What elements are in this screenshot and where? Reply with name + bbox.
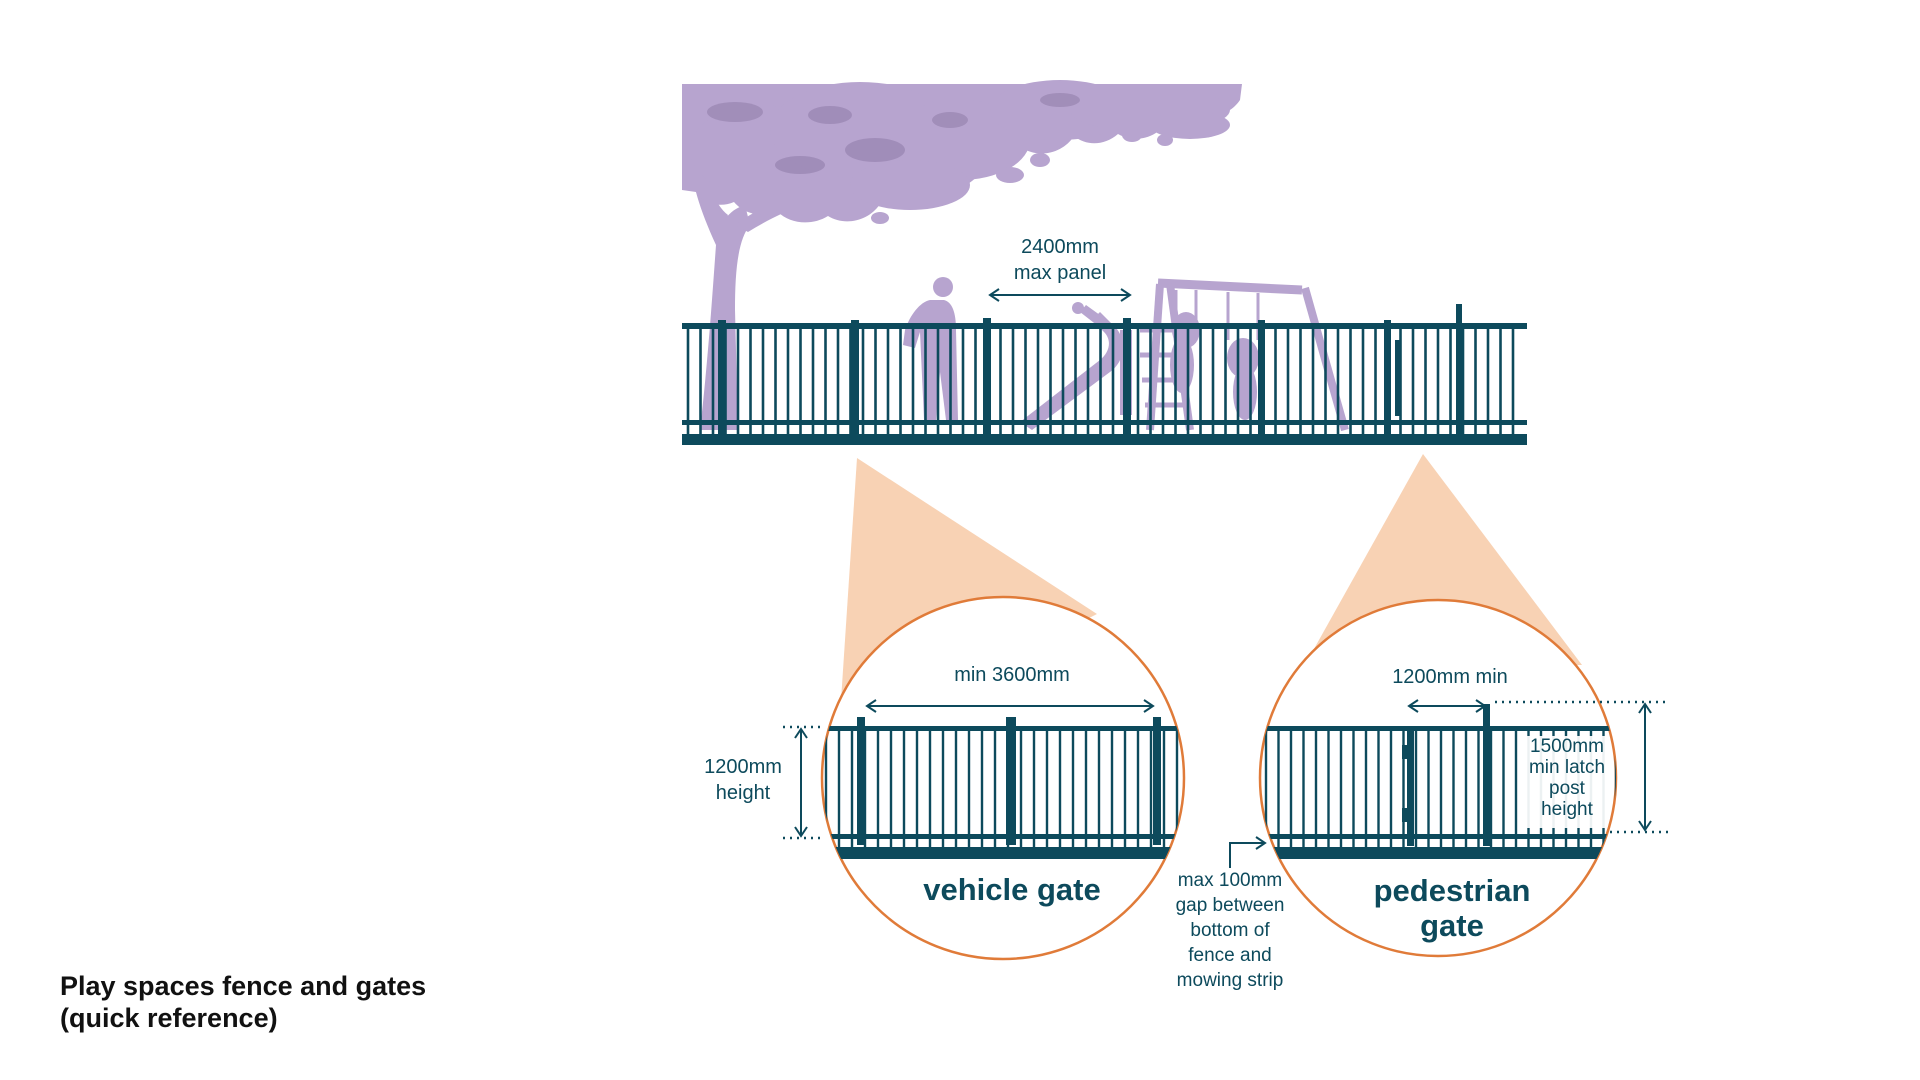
gap-label-1: max 100mm [1178, 870, 1283, 891]
caption-line-2: (quick reference) [60, 1003, 278, 1033]
panel-width-arrow [988, 288, 1132, 302]
gap-arrow [1229, 836, 1267, 868]
person-icon [903, 277, 958, 420]
vehicle-height-dimension [783, 725, 822, 840]
latch-label-3: post [1549, 778, 1586, 799]
pedestrian-width-label: 1200mm min [1392, 666, 1508, 688]
pedestrian-width-arrow [1407, 699, 1487, 713]
fence-post [1123, 318, 1131, 435]
pedestrian-gate-title-1: pedestrian [1374, 873, 1531, 908]
top-fence [682, 304, 1527, 445]
vehicle-height-label-2: height [716, 782, 771, 804]
fence-post [1258, 320, 1265, 435]
canopy-shadow [707, 93, 1080, 174]
figure-caption: Play spaces fence and gates (quick refer… [60, 970, 426, 1034]
gap-label-5: mowing strip [1177, 970, 1284, 991]
fence-post [851, 320, 859, 435]
vehicle-gate-title: vehicle gate [923, 872, 1100, 907]
latch-height-dimension [1495, 700, 1668, 834]
gap-label-3: bottom of [1190, 920, 1270, 941]
tree-icon [682, 80, 1242, 430]
panel-width-label-2: max panel [1014, 262, 1106, 284]
gap-label-4: fence and [1188, 945, 1271, 966]
latch-label-2: min latch [1529, 757, 1605, 778]
pedestrian-gate-title-2: gate [1420, 908, 1484, 943]
vehicle-width-arrow [865, 699, 1155, 713]
vehicle-height-label-1: 1200mm [704, 756, 782, 778]
vehicle-width-label: min 3600mm [954, 664, 1070, 686]
fence-post [983, 318, 991, 435]
fence-post [1384, 320, 1391, 435]
caption-line-1: Play spaces fence and gates [60, 971, 427, 1001]
fence-post [718, 320, 726, 435]
latch-label-4: height [1541, 799, 1593, 820]
pedestrian-gate-fence [1260, 704, 1616, 859]
panel-width-label-1: 2400mm [1021, 236, 1099, 258]
gap-label-2: gap between [1176, 895, 1285, 916]
vehicle-gate-circle [820, 595, 1186, 961]
latch-label-1: 1500mm [1530, 736, 1604, 757]
fence-post [1456, 304, 1462, 435]
